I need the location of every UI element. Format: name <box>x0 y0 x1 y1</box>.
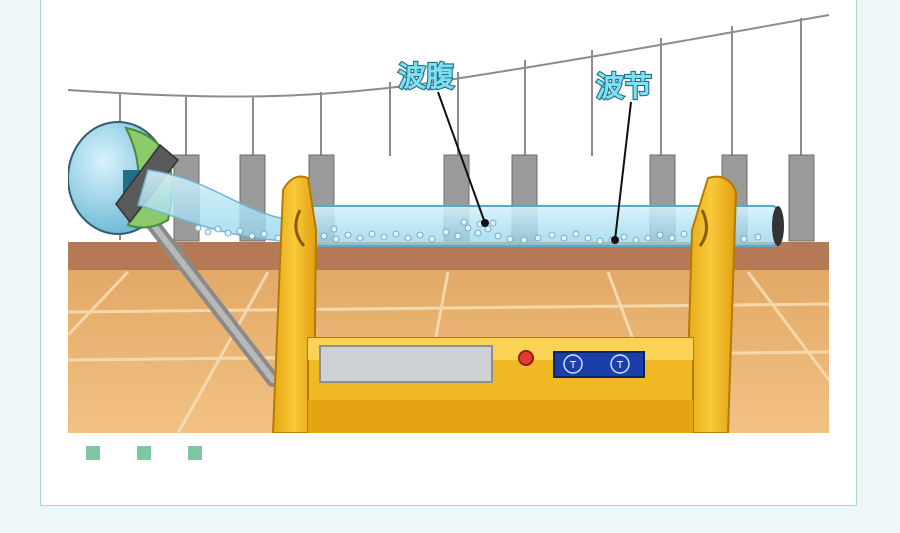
tube-end-cap <box>772 206 784 246</box>
pagination-dot[interactable] <box>188 446 202 460</box>
pagination-dot[interactable] <box>137 446 151 460</box>
control-pad <box>553 351 645 378</box>
node-marker <box>611 236 619 244</box>
antinode-marker <box>481 219 489 227</box>
dial-right[interactable]: T <box>610 354 630 374</box>
dial-left-label: T <box>569 360 577 371</box>
pagination-dots <box>86 446 202 460</box>
antinode-label: 波腹 <box>398 60 455 93</box>
powder-particles <box>194 218 762 245</box>
hanging-rods <box>119 18 802 240</box>
dial-right-label: T <box>616 360 624 371</box>
node-pointer <box>614 101 632 241</box>
display-panel <box>319 345 493 383</box>
overhead-cable <box>68 14 829 98</box>
power-button[interactable] <box>518 350 534 366</box>
standing-wave-illustration: T T 波腹 波节 <box>68 0 829 433</box>
dial-left[interactable]: T <box>563 354 583 374</box>
pagination-dot[interactable] <box>86 446 100 460</box>
antinode-pointer <box>437 91 486 224</box>
node-label: 波节 <box>596 70 652 103</box>
